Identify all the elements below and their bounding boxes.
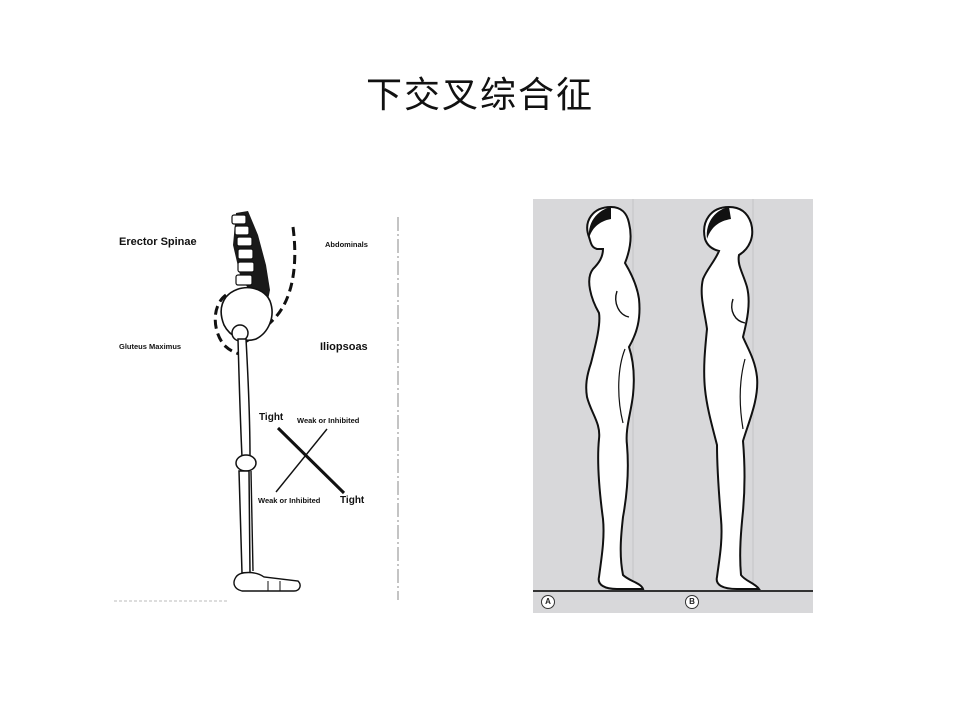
figure-a-silhouette xyxy=(585,205,645,590)
posture-illustration xyxy=(533,199,813,592)
panel-a-badge: A xyxy=(541,595,555,609)
slide-title: 下交叉综合征 xyxy=(365,75,594,116)
weak-inhibited-label-bottom: Weak or Inhibited xyxy=(258,496,321,505)
figure-b-silhouette xyxy=(700,205,761,590)
tight-label-bottom: Tight xyxy=(340,495,365,506)
panel-b-badge: B xyxy=(685,595,699,609)
posture-diagram: A B xyxy=(533,199,813,613)
erector-spinae-label: Erector Spinae xyxy=(119,236,197,248)
weak-inhibited-label-top: Weak or Inhibited xyxy=(297,416,360,425)
skeleton-illustration xyxy=(114,211,399,602)
abdominals-label: Abdominals xyxy=(325,240,368,249)
gluteus-maximus-label: Gluteus Maximus xyxy=(119,342,182,351)
tight-label-top: Tight xyxy=(259,412,284,423)
skeleton-diagram: Erector Spinae Abdominals Gluteus Maximu… xyxy=(108,205,408,605)
iliopsoas-label: Iliopsoas xyxy=(320,341,368,353)
